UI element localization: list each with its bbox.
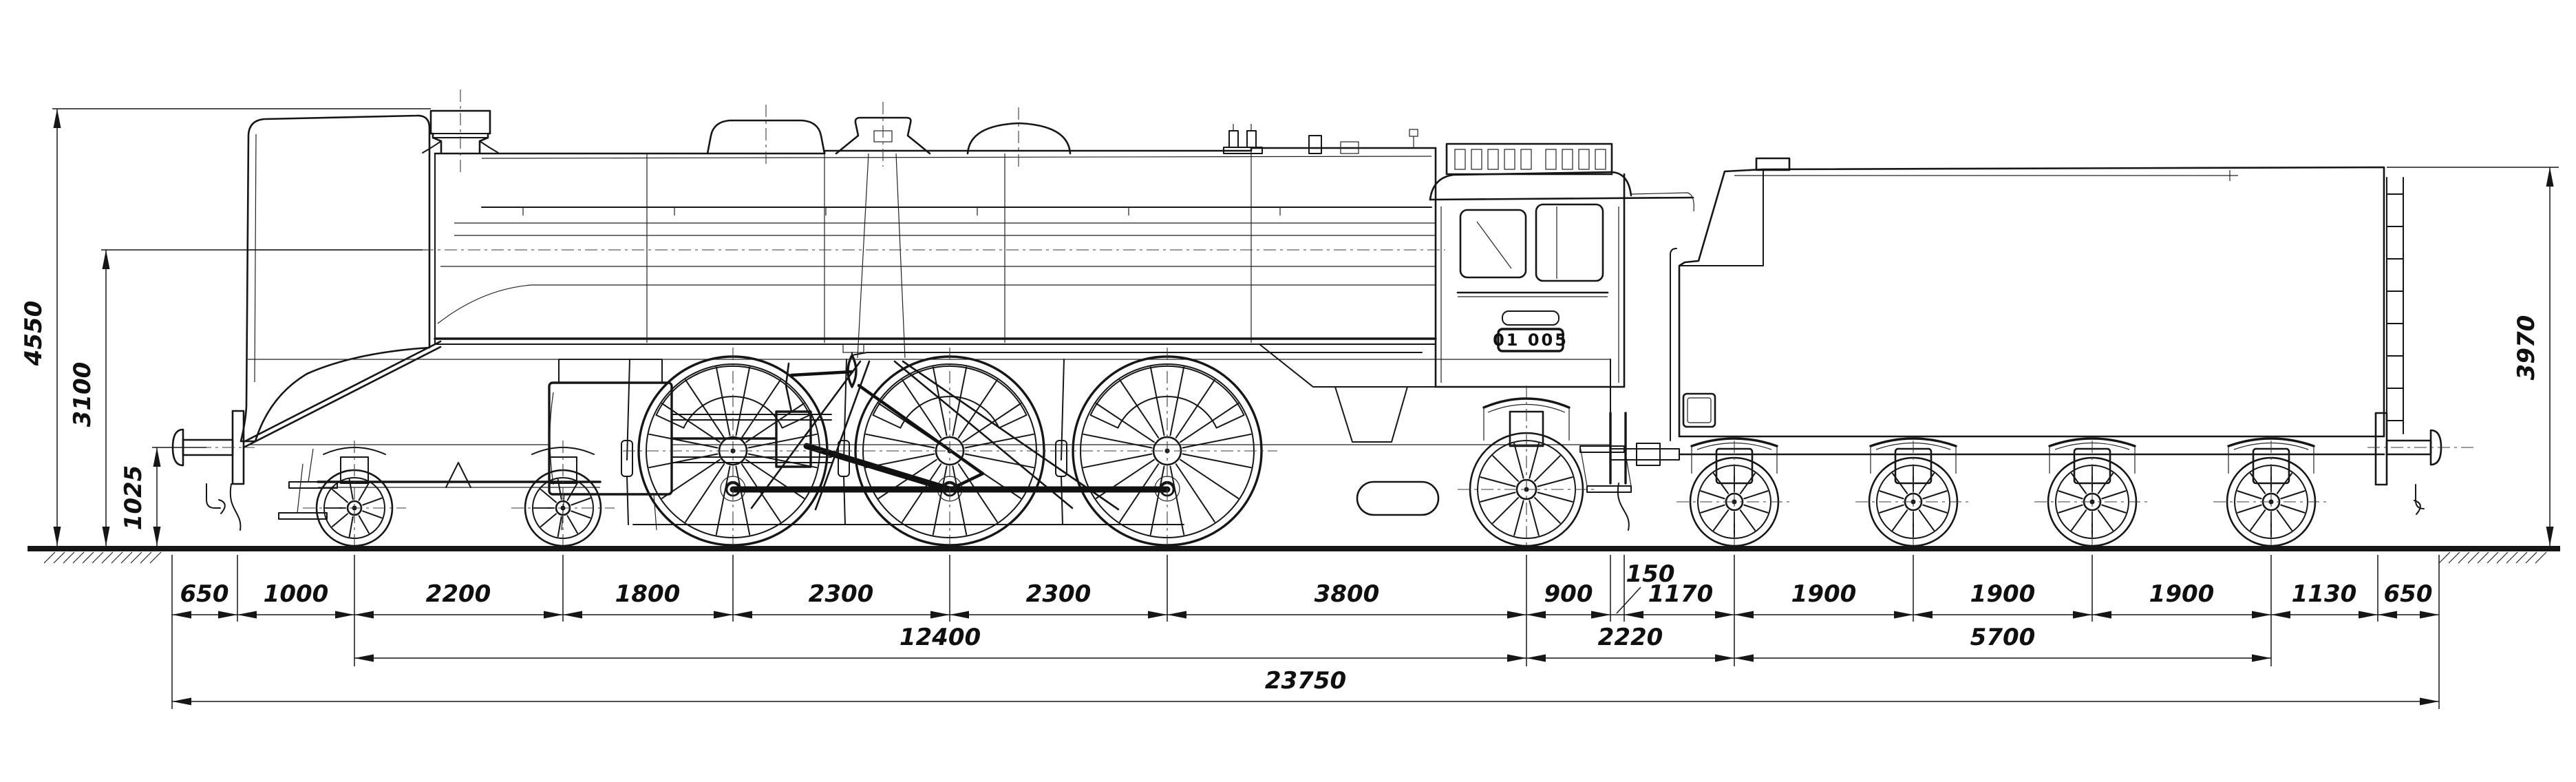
rail-line xyxy=(28,546,2560,551)
brake-gear xyxy=(621,359,1184,525)
dimension-label: 1170 xyxy=(1648,580,1714,608)
number-plate: 01 005 xyxy=(1493,328,1568,352)
dimension-label: 150 xyxy=(1626,560,1675,588)
air-reservoir xyxy=(1356,480,1440,516)
tender xyxy=(1670,157,2442,515)
loco-tender-coupling xyxy=(1609,412,1680,531)
dimension-label: 12400 xyxy=(900,624,981,651)
tender-vent-hatch xyxy=(1755,157,1791,171)
dimension-lines xyxy=(52,108,2559,709)
front-buffer xyxy=(171,410,245,531)
dimension-label: 5700 xyxy=(1970,624,2036,651)
locomotive-body xyxy=(171,109,2442,531)
steam-dome xyxy=(966,122,1072,155)
dimension-label: 1900 xyxy=(1970,580,2036,608)
dimension-label: 650 xyxy=(180,580,229,608)
feedwater-dome xyxy=(706,119,826,155)
dimension-label: 4550 xyxy=(20,301,47,367)
dimension-label: 1025 xyxy=(120,465,147,531)
tender-toolbox-door xyxy=(1682,392,1716,428)
dimension-label: 3100 xyxy=(69,362,96,427)
smoke-deflector xyxy=(239,114,431,443)
dimension-label: 1900 xyxy=(2149,580,2215,608)
sand-pipes xyxy=(750,360,1120,511)
sand-dome xyxy=(835,116,931,359)
dimension-label: 650 xyxy=(2384,580,2433,608)
dimension-label: 1130 xyxy=(2292,580,2357,608)
dimension-label: 2220 xyxy=(1598,624,1663,651)
dimension-label: 2200 xyxy=(426,580,491,608)
rear-buffer xyxy=(2374,412,2442,515)
dimension-label: 1000 xyxy=(264,580,329,608)
cylinder-block xyxy=(548,359,673,531)
ground-hatching xyxy=(43,551,2547,564)
boiler xyxy=(434,147,1437,345)
tender-ladder xyxy=(2386,177,2404,434)
safety-valves xyxy=(1223,124,1418,154)
dimension-label: 2300 xyxy=(809,580,874,608)
firebox xyxy=(1259,344,1436,443)
dimension-label: 1800 xyxy=(615,580,681,608)
dimension-label: 1900 xyxy=(1791,580,1857,608)
main-frame xyxy=(248,359,1611,445)
cab-front-window xyxy=(1459,209,1527,279)
builder-plate xyxy=(1502,310,1560,326)
dimension-label: 3970 xyxy=(2513,315,2540,381)
dimension-label: 23750 xyxy=(1265,667,1346,695)
dimension-label: 900 xyxy=(1544,580,1593,608)
cab-side-window xyxy=(1535,203,1604,282)
locomotive-number: 01 005 xyxy=(1493,330,1568,350)
rail xyxy=(28,546,2560,551)
dimension-label: 2300 xyxy=(1026,580,1092,608)
roof-ventilator xyxy=(1445,142,1613,176)
wheels xyxy=(315,355,2317,547)
dimension-label: 3800 xyxy=(1314,580,1380,608)
cab xyxy=(1429,142,1694,493)
front-apron-steps xyxy=(242,340,442,520)
